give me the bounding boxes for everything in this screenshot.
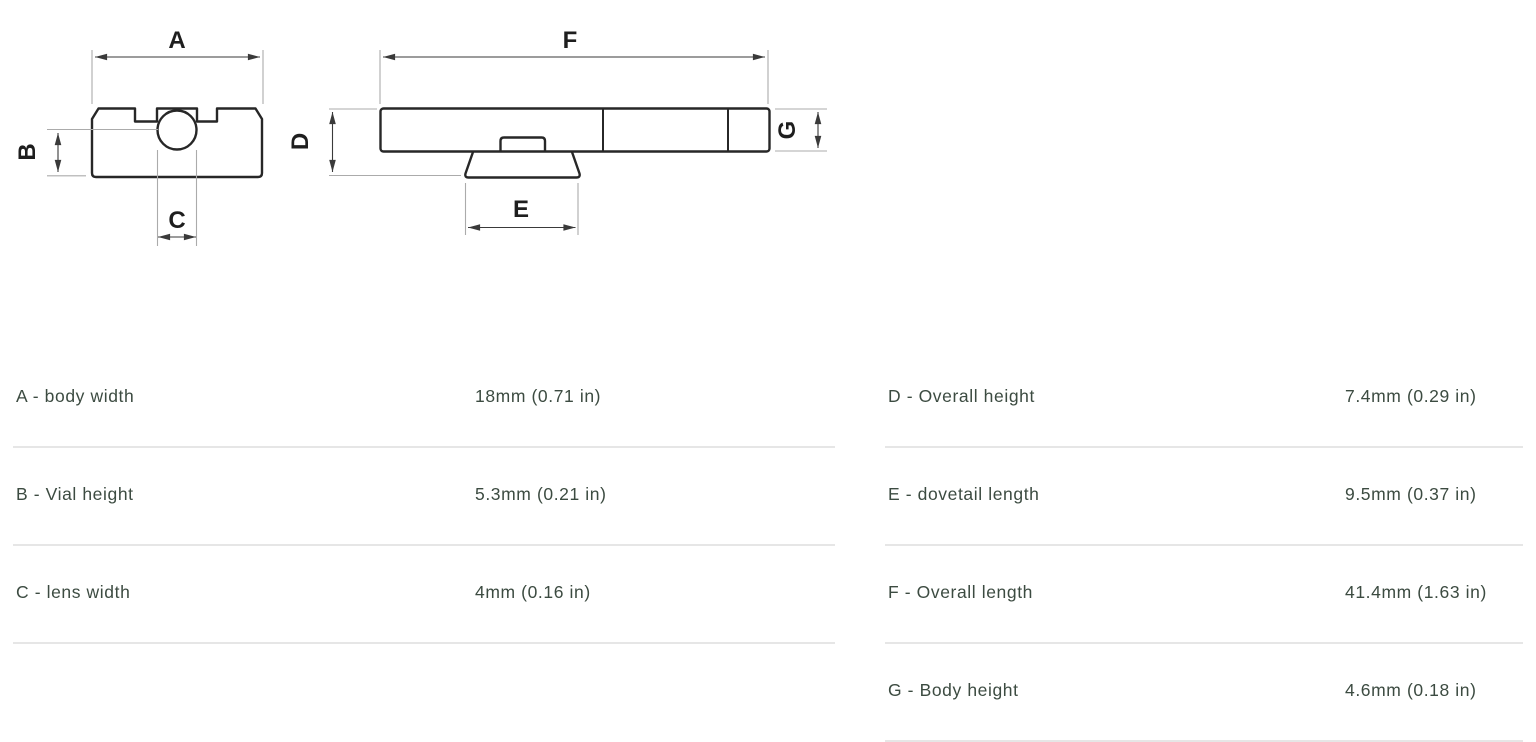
dimension-label-f: F: [563, 27, 578, 54]
sight-side-body-outline: [379, 107, 771, 153]
side-view-drawing: F D G E: [287, 27, 827, 235]
spec-row-e: E - dovetail length 9.5mm (0.37 in): [885, 448, 1523, 546]
spec-row-g: G - Body height 4.6mm (0.18 in): [885, 644, 1523, 742]
dimension-label-g: G: [774, 121, 801, 140]
spec-table-right: D - Overall height 7.4mm (0.29 in) E - d…: [885, 350, 1523, 742]
dimension-label-b: B: [14, 143, 41, 160]
spec-row-d: D - Overall height 7.4mm (0.29 in): [885, 350, 1523, 448]
spec-label: D - Overall height: [888, 386, 1035, 406]
spec-label: E - dovetail length: [888, 484, 1040, 504]
front-view-drawing: A B C: [14, 27, 264, 246]
dimension-diagram-svg: A B C F: [14, 27, 827, 246]
spec-value: 18mm (0.71 in): [475, 386, 602, 406]
sight-front-body-outline: [90, 107, 264, 179]
spec-row-b: B - Vial height 5.3mm (0.21 in): [13, 448, 835, 546]
spec-value: 7.4mm (0.29 in): [1345, 386, 1477, 406]
dimension-label-e: E: [513, 196, 529, 223]
spec-label: C - lens width: [16, 582, 131, 602]
dovetail-foot-outline: [464, 150, 581, 179]
spec-value: 4mm (0.16 in): [475, 582, 591, 602]
dimension-label-d: D: [287, 133, 314, 150]
spec-value: 4.6mm (0.18 in): [1345, 680, 1477, 700]
dimension-label-c: C: [168, 207, 185, 234]
spec-label: G - Body height: [888, 680, 1019, 700]
spec-table-left: A - body width 18mm (0.71 in) B - Vial h…: [13, 350, 835, 644]
spec-row-a: A - body width 18mm (0.71 in): [13, 350, 835, 448]
dimension-label-a: A: [168, 27, 185, 54]
lens-circle: [156, 109, 198, 151]
spec-value: 9.5mm (0.37 in): [1345, 484, 1477, 504]
spec-value: 5.3mm (0.21 in): [475, 484, 607, 504]
spec-row-f: F - Overall length 41.4mm (1.63 in): [885, 546, 1523, 644]
spec-value: 41.4mm (1.63 in): [1345, 582, 1487, 602]
spec-label: A - body width: [16, 386, 135, 406]
spec-label: B - Vial height: [16, 484, 134, 504]
spec-label: F - Overall length: [888, 582, 1034, 602]
dovetail-notch-outline: [499, 136, 547, 153]
dimension-diagram: A B C F: [0, 0, 860, 270]
spec-row-c: C - lens width 4mm (0.16 in): [13, 546, 835, 644]
